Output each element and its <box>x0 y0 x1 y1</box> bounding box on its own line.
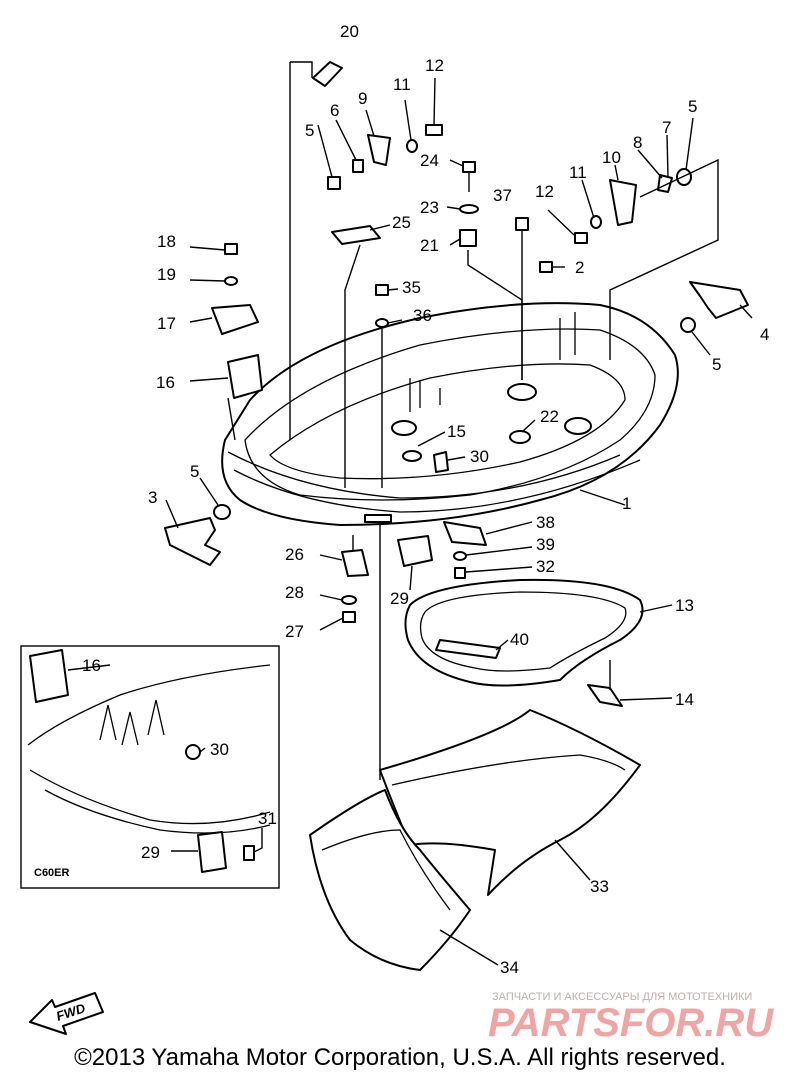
callout-12-right: 12 <box>535 182 554 201</box>
lower-covers <box>309 709 641 971</box>
callout-23: 23 <box>420 198 439 217</box>
callout-4: 4 <box>760 325 769 344</box>
callout-25: 25 <box>392 213 411 232</box>
callout-10: 10 <box>602 148 621 167</box>
watermark-tagline: ЗАПЧАСТИ И АКСЕССУАРЫ ДЛЯ МОТОТЕХНИКИ <box>492 991 752 1003</box>
callout-11-right: 11 <box>569 163 587 182</box>
centre-lower-parts <box>397 521 487 579</box>
upper-hardware <box>211 61 749 473</box>
callout-20: 20 <box>340 22 359 41</box>
callout-16-main: 16 <box>156 373 175 392</box>
callout-9: 9 <box>358 89 367 108</box>
callout-26: 26 <box>285 545 304 564</box>
callout-34: 34 <box>500 958 519 977</box>
callout-31: 31 <box>258 809 277 828</box>
callout-39: 39 <box>536 535 555 554</box>
inset-label: C60ER <box>34 867 70 879</box>
callout-13: 13 <box>675 596 694 615</box>
callout-8: 8 <box>633 133 642 152</box>
callout-22: 22 <box>540 407 559 426</box>
callout-18: 18 <box>157 232 176 251</box>
callout-35: 35 <box>402 278 421 297</box>
seal-gasket <box>404 578 644 707</box>
callout-5-left-lower: 5 <box>190 462 199 481</box>
callout-5-top-left: 5 <box>305 121 314 140</box>
callout-36: 36 <box>413 306 432 325</box>
lower-left-parts <box>164 504 369 623</box>
callout-24: 24 <box>420 151 439 170</box>
watermark: ЗАПЧАСТИ И АКСЕССУАРЫ ДЛЯ МОТОТЕХНИКИ PA… <box>488 991 774 1045</box>
callout-3: 3 <box>148 488 157 507</box>
callout-15: 15 <box>447 422 466 441</box>
callout-21: 21 <box>420 236 439 255</box>
copyright-notice: ©2013 Yamaha Motor Corporation, U.S.A. A… <box>74 1044 726 1071</box>
callout-2: 2 <box>575 258 584 277</box>
callout-40: 40 <box>510 630 529 649</box>
bottom-cowling-part <box>221 302 679 526</box>
fwd-arrow-icon: FWD <box>29 992 104 1035</box>
callout-labels: 1 2 3 4 5 5 5 5 6 7 8 9 10 11 11 12 12 1… <box>82 22 769 977</box>
callout-29-main: 29 <box>390 589 409 608</box>
inset-c60er: C60ER <box>20 645 280 889</box>
callout-12-top: 12 <box>425 56 444 75</box>
callout-33: 33 <box>590 877 609 896</box>
callout-16-inset: 16 <box>82 656 101 675</box>
callout-27: 27 <box>285 622 304 641</box>
callout-6: 6 <box>330 101 339 120</box>
callout-32: 32 <box>536 557 555 576</box>
callout-37: 37 <box>493 186 512 205</box>
callout-11-top: 11 <box>393 75 411 94</box>
callout-17: 17 <box>157 314 176 333</box>
callout-38: 38 <box>536 513 555 532</box>
callout-30-inset: 30 <box>210 740 229 759</box>
callout-5-top-right: 5 <box>688 97 697 116</box>
leader-lines <box>67 61 753 966</box>
watermark-brand: PARTSFOR.RU <box>488 1001 774 1045</box>
callout-28: 28 <box>285 583 304 602</box>
callout-5-right: 5 <box>712 355 721 374</box>
callout-29-inset: 29 <box>141 843 160 862</box>
callout-1: 1 <box>622 494 631 513</box>
callout-19: 19 <box>157 265 176 284</box>
callout-7: 7 <box>662 118 671 137</box>
callout-14: 14 <box>675 690 694 709</box>
callout-30-main: 30 <box>470 447 489 466</box>
